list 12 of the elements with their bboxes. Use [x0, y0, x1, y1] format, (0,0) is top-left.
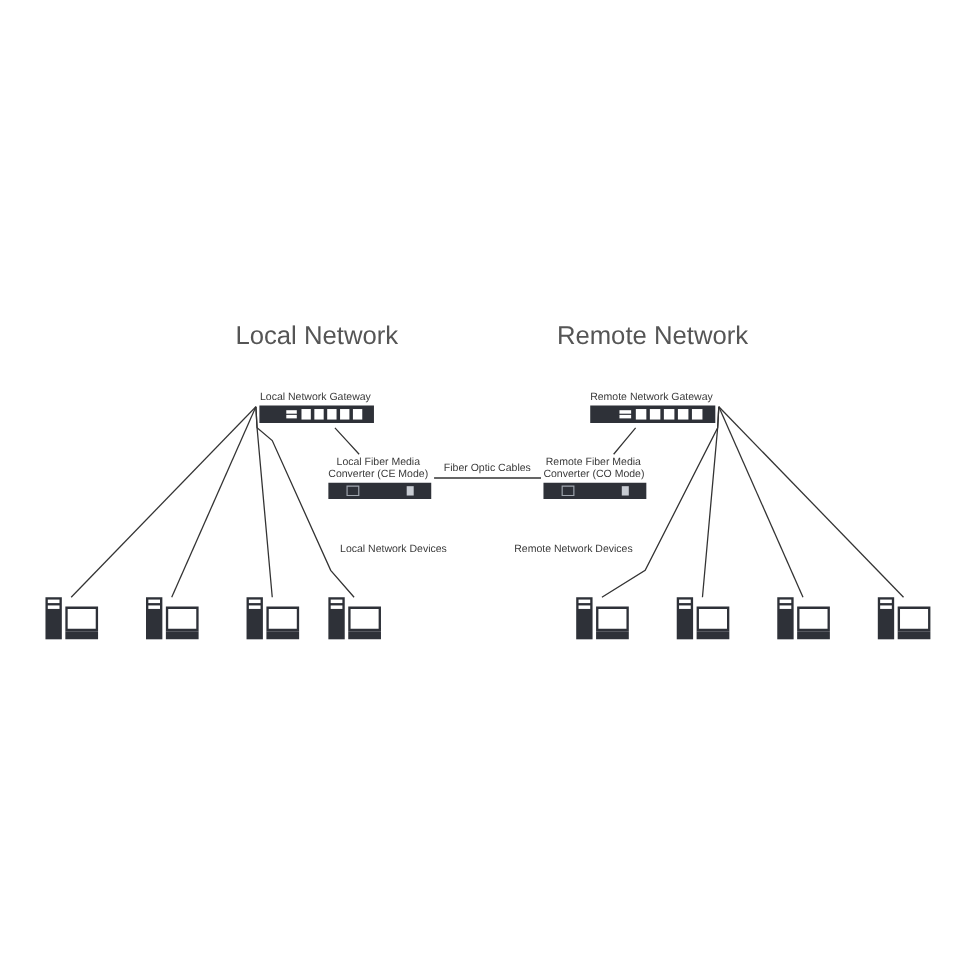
- connector: [718, 406, 804, 598]
- label: Local Network: [235, 320, 399, 351]
- connector: [718, 406, 905, 598]
- label: Remote Network: [556, 320, 749, 351]
- connector: [255, 406, 355, 598]
- connector: [433, 477, 542, 479]
- connector: [171, 406, 257, 598]
- connector: [601, 406, 720, 598]
- connector: [334, 427, 360, 455]
- connector: [255, 406, 273, 598]
- connector: [613, 427, 637, 455]
- connector: [70, 406, 257, 598]
